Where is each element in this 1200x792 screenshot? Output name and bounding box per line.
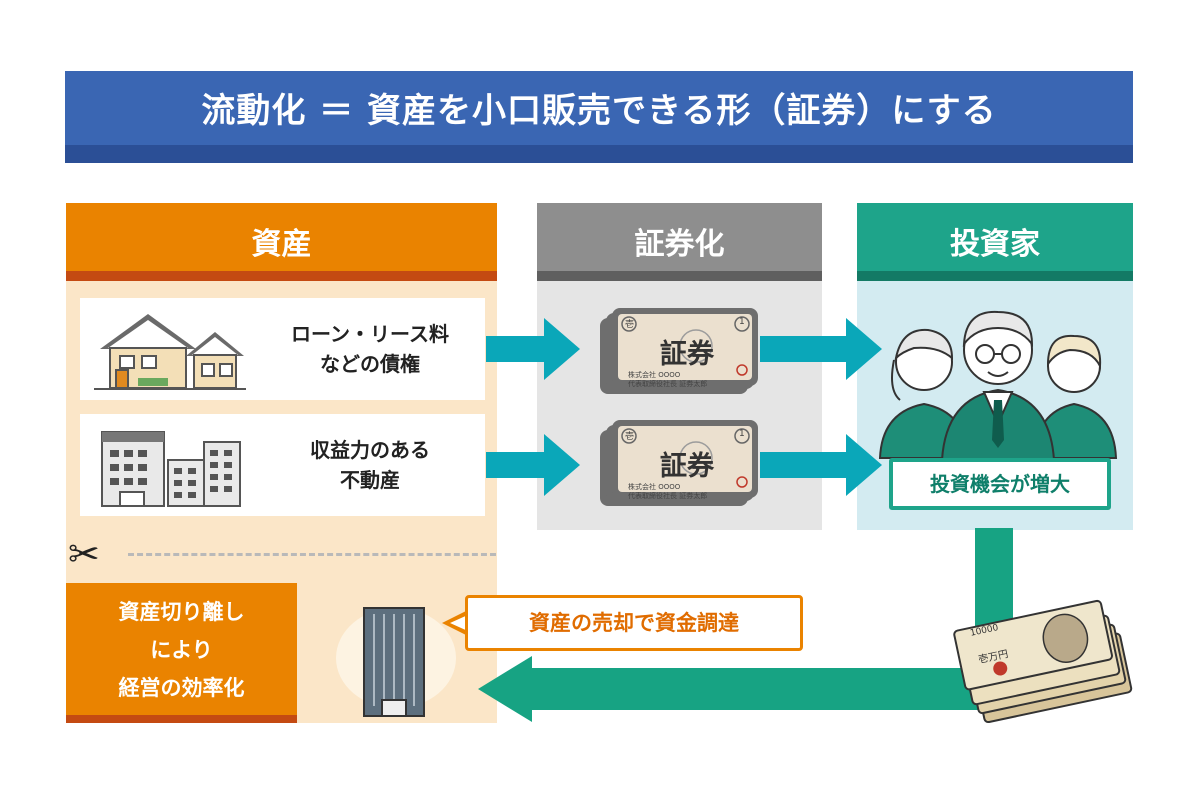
flow-arrow-to-investors [760,434,882,496]
certificate-number: 1 [739,317,745,327]
certificate-placeholder: OOOO [658,483,681,491]
certificate-title-text: 代表取締役社長 [628,492,677,500]
certificate-signature: 証券太郎 [679,380,708,388]
box-edge [66,715,297,723]
certificate-company-text: 株式会社 [628,371,656,379]
separation-line: 資産切り離し [118,600,245,624]
certificate-title-text: 代表取締役社長 [628,380,677,388]
houses-icon [94,314,246,390]
certificate-company-text: 株式会社 [628,483,656,491]
separation-efficiency-box: 資産切り離し により 経営の効率化 [66,583,297,723]
securities-certificate-icon [600,420,758,506]
company-building-icon [336,607,456,717]
separation-line: により [150,638,213,662]
column-header-investor: 投資家 [857,203,1133,281]
asset-card-real-estate: 収益力のある 不動産 [80,414,485,516]
header-edge [857,271,1133,281]
investors-people-icon [878,310,1118,461]
header-edge [66,271,497,281]
investment-opportunity-badge: 投資機会が増大 [889,458,1111,510]
header-edge [537,271,822,281]
securities-certificate-icon [600,308,758,394]
page-title: 流動化 ＝ 資産を小口販売できる形（証券）にする [201,91,997,131]
certificate-placeholder: OOOO [658,371,681,379]
flow-arrow-to-securities [486,434,580,496]
certificate-number: 1 [739,429,745,439]
asset-label-line: 不動産 [340,468,400,492]
column-label-asset: 資産 [251,227,312,262]
column-header-asset: 資産 [66,203,497,281]
separation-line: 経営の効率化 [118,676,245,700]
scissors-icon: ✂ [68,532,100,576]
title-banner: 流動化 ＝ 資産を小口販売できる形（証券）にする [65,71,1133,163]
funding-callout: 資産の売却で資金調達 [465,595,803,651]
certificate-label: 証券 [660,339,714,370]
asset-card-receivables: ローン・リース料 などの債権 [80,298,485,400]
certificate-corner-mark: 壱 [625,320,635,330]
cut-dashed-line [128,553,496,556]
certificate-small-text: 株式会社 OOOO 代表取締役社長 証券太郎 [628,483,707,501]
column-label-investor: 投資家 [950,227,1040,262]
banknote-stack-icon [953,599,1133,724]
asset-label-line: などの債権 [320,352,420,376]
certificate-small-text: 株式会社 OOOO 代表取締役社長 証券太郎 [628,371,707,389]
asset-label-line: ローン・リース料 [291,322,449,346]
asset-label-line: 収益力のある [310,438,430,462]
title-banner-stripe [65,145,1133,163]
certificate-label: 証券 [660,451,714,482]
buildings-icon [101,431,241,507]
flow-arrow-to-securities [486,318,580,380]
certificate-signature: 証券太郎 [679,492,708,500]
certificate-corner-mark: 壱 [625,432,635,442]
column-header-securitization: 証券化 [537,203,822,281]
column-label-securitization: 証券化 [634,227,725,262]
flow-arrow-to-investors [760,318,882,380]
